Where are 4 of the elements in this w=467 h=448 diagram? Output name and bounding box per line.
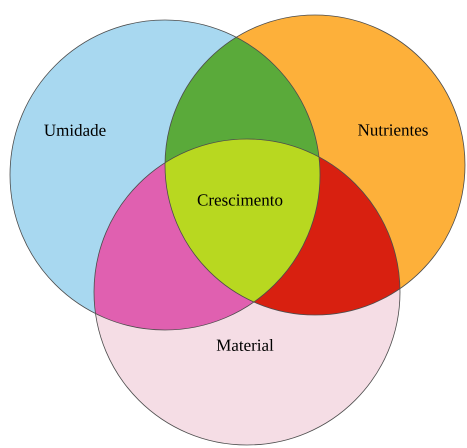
overlap-label: Crescimento [198,194,282,206]
circle-label: Umidade [44,124,106,136]
circle-label: Nutrientes [358,124,428,136]
circle-label: Material [216,339,274,351]
